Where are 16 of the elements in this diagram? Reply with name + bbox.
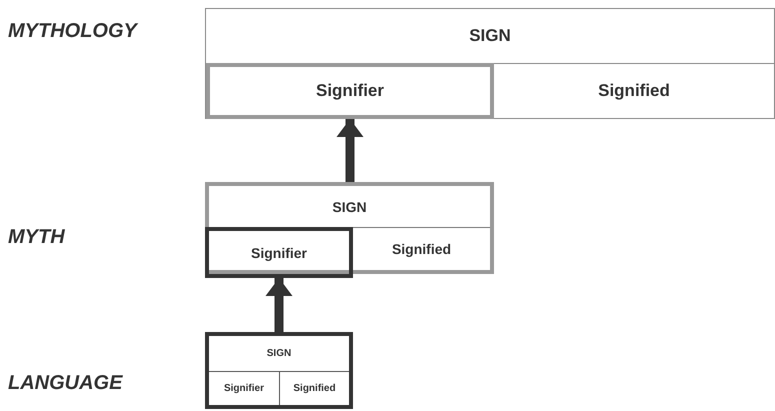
signifier-cell: Signifier xyxy=(206,63,494,119)
sign-cell: SIGN xyxy=(209,186,490,228)
level-heading: MYTHOLOGY xyxy=(8,20,137,43)
signified-cell: Signified xyxy=(353,227,490,270)
level-heading: LANGUAGE xyxy=(8,372,122,395)
signified-cell: Signified xyxy=(280,372,349,405)
arrow xyxy=(336,119,364,182)
signified-cell: Signified xyxy=(494,63,774,119)
sign-cell: SIGN xyxy=(206,9,774,64)
sign-cell: SIGN xyxy=(209,336,349,372)
signifier-cell: Signifier xyxy=(209,372,280,405)
signifier-cell: Signifier xyxy=(205,227,353,278)
level-heading: MYTH xyxy=(8,226,65,249)
level-panel xyxy=(205,332,353,409)
arrow xyxy=(266,278,292,332)
level-panel xyxy=(205,8,775,119)
